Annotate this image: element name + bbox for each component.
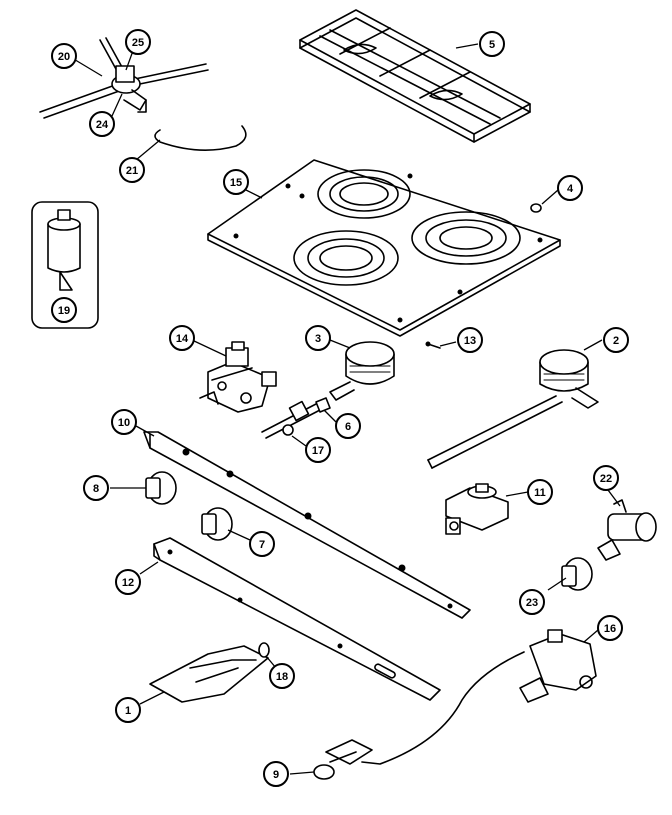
callout-21: 21 — [119, 157, 145, 183]
control-panel-rail — [153, 537, 441, 701]
callout-9-label: 9 — [273, 769, 279, 781]
callout-2-label: 2 — [613, 335, 619, 347]
cooktop-panel — [207, 159, 561, 337]
callout-17: 17 — [305, 437, 331, 463]
callout-23-label: 23 — [526, 597, 538, 609]
pressure-regulator — [445, 483, 509, 535]
thermocouple-clip — [313, 739, 373, 780]
callout-10: 10 — [111, 409, 137, 435]
callout-22-label: 22 — [600, 473, 612, 485]
callout-14: 14 — [169, 325, 195, 351]
burner-spreader-assembly — [39, 37, 209, 119]
inset-box-part-19 — [31, 201, 99, 329]
burner-head-right — [427, 349, 599, 469]
control-knob-left — [145, 471, 177, 505]
control-knob-center — [201, 507, 233, 541]
ignition-switch-block — [199, 341, 277, 413]
control-knob-right — [561, 557, 593, 591]
callout-3-label: 3 — [315, 333, 321, 345]
callout-7-label: 7 — [259, 539, 265, 551]
callout-1: 1 — [115, 697, 141, 723]
callout-16-label: 16 — [604, 623, 616, 635]
callout-4: 4 — [557, 175, 583, 201]
callout-5: 5 — [479, 31, 505, 57]
callout-10-label: 10 — [118, 417, 130, 429]
burner-grate — [299, 9, 531, 143]
callout-12-label: 12 — [122, 577, 134, 589]
leader-lines — [71, 43, 621, 775]
gas-valve-right — [597, 499, 657, 561]
callout-18: 18 — [269, 663, 295, 689]
burner-head-left — [329, 341, 395, 401]
callout-12: 12 — [115, 569, 141, 595]
callout-15: 15 — [223, 169, 249, 195]
spark-ignitor — [149, 642, 270, 703]
callout-17-label: 17 — [312, 445, 324, 457]
callout-23: 23 — [519, 589, 545, 615]
callout-11-label: 11 — [534, 487, 546, 499]
callout-1-label: 1 — [125, 705, 131, 717]
callout-24-label: 24 — [96, 119, 109, 131]
callout-6: 6 — [335, 413, 361, 439]
callout-19-label: 19 — [58, 305, 70, 317]
callout-7: 7 — [249, 531, 275, 557]
callout-25-label: 25 — [132, 37, 144, 49]
callout-25: 25 — [125, 29, 151, 55]
callout-21-label: 21 — [126, 165, 138, 177]
callout-24: 24 — [89, 111, 115, 137]
callout-22: 22 — [593, 465, 619, 491]
callout-16: 16 — [597, 615, 623, 641]
screw — [425, 341, 441, 349]
callout-8: 8 — [83, 475, 109, 501]
callout-18-label: 18 — [276, 671, 288, 683]
callout-20: 20 — [51, 43, 77, 69]
callout-11: 11 — [527, 479, 553, 505]
callout-13-label: 13 — [464, 335, 476, 347]
callout-14-label: 14 — [176, 333, 189, 345]
main-gas-valve — [361, 629, 597, 765]
callout-5-label: 5 — [489, 39, 495, 51]
callout-6-label: 6 — [345, 421, 351, 433]
grommet — [530, 203, 542, 213]
callout-2: 2 — [603, 327, 629, 353]
callout-15-label: 15 — [230, 177, 242, 189]
callout-19: 19 — [51, 297, 77, 323]
callout-4-label: 4 — [567, 183, 574, 195]
callout-3: 3 — [305, 325, 331, 351]
callout-13: 13 — [457, 327, 483, 353]
manifold-bracket — [143, 431, 471, 619]
callout-8-label: 8 — [93, 483, 99, 495]
callout-20-label: 20 — [58, 51, 70, 63]
callout-9: 9 — [263, 761, 289, 787]
wire-clip — [154, 125, 247, 151]
orifice-fitting — [261, 397, 331, 439]
